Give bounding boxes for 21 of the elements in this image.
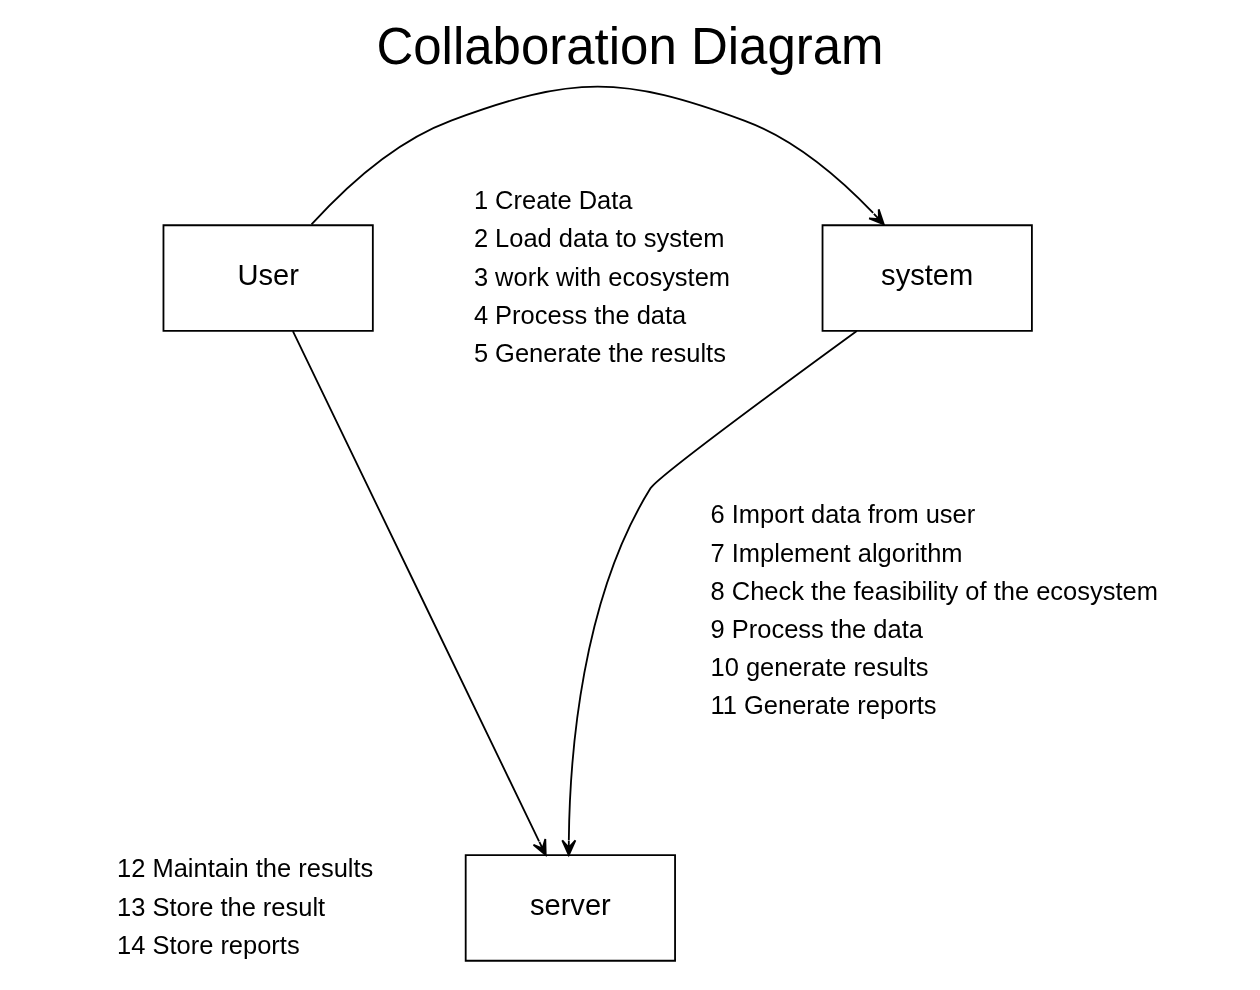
arrow: [310, 85, 885, 226]
label: 9 Process the data: [710, 614, 923, 643]
label: 11 Generate reports: [710, 691, 937, 720]
label: 7 Implement algorithm: [710, 538, 963, 567]
label: 4 Process the data: [473, 300, 687, 329]
node-box: User: [162, 224, 374, 332]
label: 3 work with ecosystem: [473, 262, 731, 291]
label: 1 Create Data: [473, 186, 633, 215]
label: 14 Store reports: [117, 930, 300, 959]
node-box: system: [821, 224, 1033, 332]
diagram-title: Collaboration Diagram: [376, 17, 884, 75]
label: 2 Load data to system: [473, 224, 725, 253]
arrow: [291, 330, 547, 856]
label: 6 Import data from user: [710, 500, 976, 529]
label: 10 generate results: [710, 653, 929, 682]
label: 12 Maintain the results: [117, 854, 374, 883]
label: 5 Generate the results: [473, 339, 726, 368]
arrow: [561, 330, 858, 856]
label: 8 Check the feasibility of the ecosystem: [710, 576, 1158, 605]
label: 13 Store the result: [117, 892, 326, 921]
node-box: server: [464, 854, 676, 962]
